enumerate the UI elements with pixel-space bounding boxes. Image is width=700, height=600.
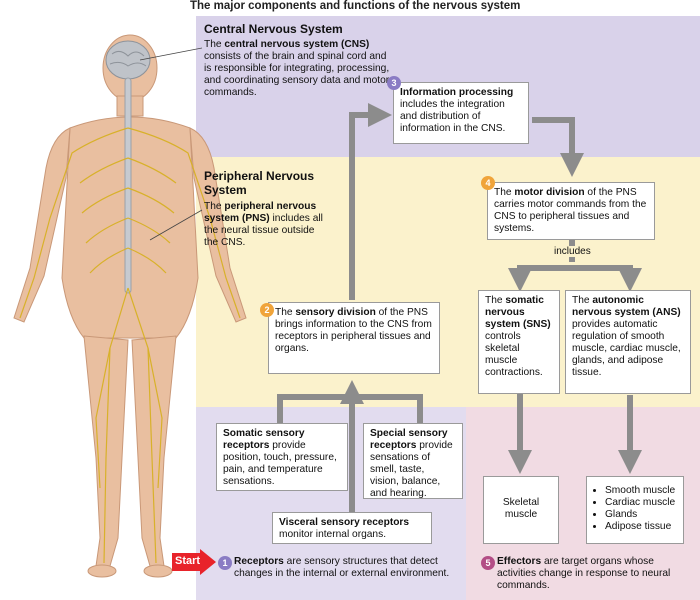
step-4-badge: 4: [481, 176, 495, 190]
target-item-smooth-muscle: Smooth muscle: [605, 485, 677, 497]
motor-text-bold: motor division: [514, 187, 585, 198]
visceral-sensory-receptors-box: Visceral sensory receptors monitor inter…: [272, 512, 432, 544]
effectors-text: are target organs whose activities chang…: [497, 556, 671, 591]
somatic-text-pre: The: [485, 295, 506, 306]
spinal-cord-icon: [124, 77, 132, 294]
sensory-division-box: The sensory division of the PNS brings i…: [268, 302, 440, 374]
autonomic-text-post: provides automatic regulation of smooth …: [572, 319, 681, 378]
sensory-text-post: of the PNS brings information to the CNS…: [275, 307, 432, 354]
pns-text-pre: The: [204, 201, 225, 212]
receptors-text: are sensory structures that detect chang…: [234, 556, 450, 579]
autonomic-text-pre: The: [572, 295, 593, 306]
autonomic-nervous-system-box: The autonomic nervous system (ANS) provi…: [565, 290, 691, 394]
cns-text-bold: central nervous system (CNS): [224, 39, 370, 50]
start-label: Start: [175, 555, 201, 567]
effectors-description: Effectors are target organs whose activi…: [497, 556, 693, 592]
visceral-receptors-bold: Visceral sensory receptors: [279, 517, 410, 528]
pns-text-bold: peripheral nervous system (PNS): [204, 201, 317, 224]
special-sensory-receptors-box: Special sensory receptors provide sensat…: [363, 423, 463, 499]
somatic-receptors-bold: Somatic sensory receptors: [223, 428, 305, 451]
start-arrow-icon: [172, 549, 216, 575]
somatic-text-bold: somatic nervous system (SNS): [485, 295, 551, 330]
effectors-bold: Effectors: [497, 556, 542, 567]
pns-text-post: includes all the neural tissue outside t…: [204, 213, 323, 248]
receptors-bold: Receptors: [234, 556, 284, 567]
special-receptors-bold: Special sensory receptors: [370, 428, 448, 451]
includes-label: includes: [552, 246, 593, 257]
sensory-text-bold: sensory division: [295, 307, 376, 318]
motor-text-pre: The: [494, 187, 515, 198]
target-item-glands: Glands: [605, 509, 677, 521]
special-receptors-text: provide sensations of smell, taste, visi…: [370, 440, 453, 499]
pns-heading-line2: System: [204, 183, 247, 197]
autonomic-targets-box: Smooth muscle Cardiac muscle Glands Adip…: [586, 476, 684, 544]
pns-heading-line1: Peripheral Nervous: [204, 169, 315, 183]
skeletal-muscle-box: Skeletal muscle: [483, 476, 559, 544]
somatic-nervous-system-box: The somatic nervous system (SNS) control…: [478, 290, 560, 394]
human-nervous-system-illustration: [13, 34, 247, 578]
step-3-badge: 3: [387, 76, 401, 90]
autonomic-targets-list: Smooth muscle Cardiac muscle Glands Adip…: [593, 485, 677, 533]
sensory-text-pre: The: [275, 307, 296, 318]
info-processing-box: Information processing includes the inte…: [393, 82, 529, 144]
step-2-badge: 2: [260, 303, 274, 317]
step-1-badge: 1: [218, 556, 232, 570]
autonomic-text-bold: autonomic nervous system (ANS): [572, 295, 681, 318]
motor-text-post: of the PNS carries motor commands from t…: [494, 187, 647, 234]
cns-heading: Central Nervous System: [204, 22, 343, 36]
somatic-receptors-text: provide position, touch, pressure, pain,…: [223, 440, 337, 487]
somatic-text-post: controls skeletal muscle contractions.: [485, 331, 543, 378]
info-processing-bold: Information processing: [400, 87, 514, 98]
brain-icon: [105, 40, 151, 80]
receptors-description: Receptors are sensory structures that de…: [234, 556, 460, 580]
cns-text-pre: The: [204, 39, 225, 50]
target-item-cardiac-muscle: Cardiac muscle: [605, 497, 677, 509]
cns-description: Central Nervous System The central nervo…: [204, 22, 394, 99]
step-5-badge: 5: [481, 556, 495, 570]
nerves-icon: [19, 127, 241, 564]
pns-description: Peripheral Nervous System The peripheral…: [204, 169, 328, 249]
diagram-title: The major components and functions of th…: [190, 0, 521, 12]
cns-text-post: consists of the brain and spinal cord an…: [204, 51, 390, 98]
info-processing-text: includes the integration and distributio…: [400, 99, 506, 134]
target-item-adipose-tissue: Adipose tissue: [605, 521, 677, 533]
skeletal-muscle-label: Skeletal muscle: [502, 497, 540, 520]
visceral-receptors-text: monitor internal organs.: [279, 529, 387, 540]
somatic-sensory-receptors-box: Somatic sensory receptors provide positi…: [216, 423, 348, 491]
motor-division-box: The motor division of the PNS carries mo…: [487, 182, 655, 240]
